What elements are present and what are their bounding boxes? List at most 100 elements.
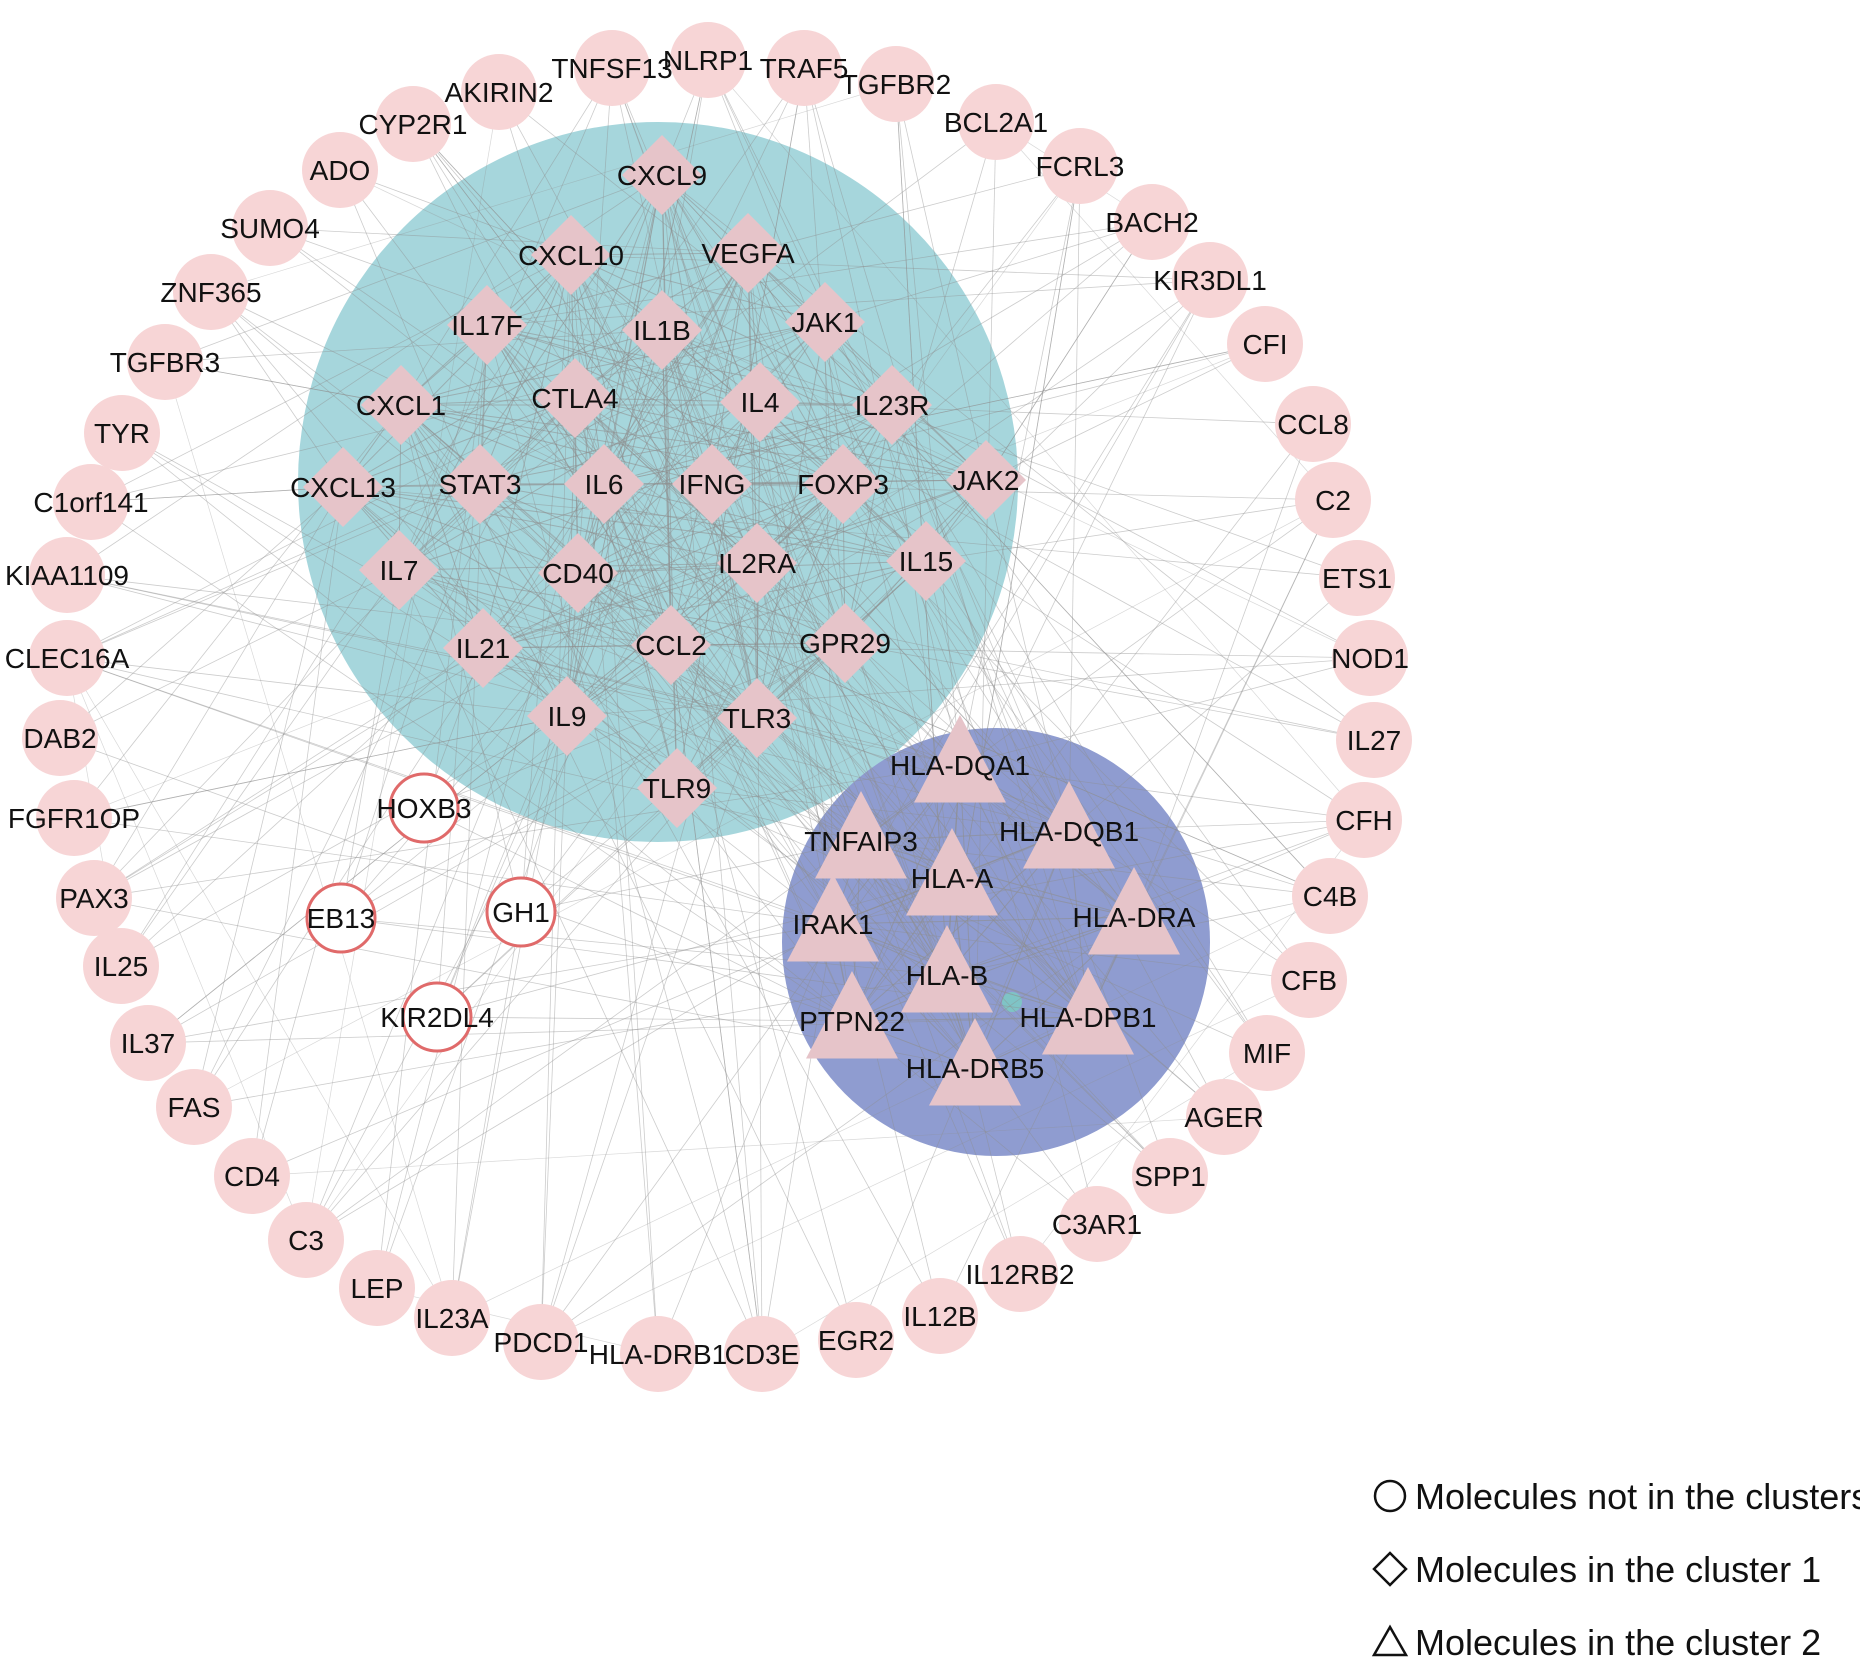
node-circle-icon xyxy=(22,700,98,776)
node-circle-icon xyxy=(401,981,473,1053)
node-label: C1orf141 xyxy=(33,487,148,518)
node-diamond-icon xyxy=(443,608,523,688)
node-diamond-icon xyxy=(622,135,702,215)
node-gpr29: GPR29 xyxy=(799,603,891,683)
node-tnfaip3: TNFAIP3 xyxy=(804,791,918,879)
network-edge xyxy=(340,483,481,919)
network-edge xyxy=(851,1016,1089,1022)
node-pdcd1: PDCD1 xyxy=(494,1304,588,1380)
node-label: HLA-DRA xyxy=(1073,902,1196,933)
node-label: STAT3 xyxy=(439,469,522,500)
node-diamond-icon xyxy=(637,748,717,828)
network-edge xyxy=(482,254,572,649)
node-il12rb2: IL12RB2 xyxy=(966,1236,1075,1312)
network-edge xyxy=(342,486,568,717)
node-circle-icon xyxy=(574,30,650,106)
node-il9: IL9 xyxy=(527,676,607,756)
network-edge xyxy=(661,174,678,789)
node-fcrl3: FCRL3 xyxy=(1036,128,1124,204)
node-diamond-icon xyxy=(717,678,797,758)
network-edge xyxy=(436,324,488,1018)
node-cxcl9: CXCL9 xyxy=(617,135,707,215)
node-label: CXCL1 xyxy=(356,390,446,421)
network-edge xyxy=(851,423,1314,1022)
network-edge xyxy=(566,657,1371,717)
network-edge xyxy=(711,483,758,719)
network-edge xyxy=(1068,165,1081,832)
node-il2ra: IL2RA xyxy=(717,523,797,603)
node-il21: IL21 xyxy=(443,608,523,688)
node-circle-icon xyxy=(670,22,746,98)
node-label: CYP2R1 xyxy=(359,109,468,140)
node-label: CD40 xyxy=(542,558,614,589)
network-edge xyxy=(566,715,834,925)
node-znf365: ZNF365 xyxy=(160,254,262,330)
node-label: CLEC16A xyxy=(5,643,130,674)
node-label: AKIRIN2 xyxy=(445,77,554,108)
node-cd3e: CD3E xyxy=(724,1316,800,1392)
node-circle-icon xyxy=(127,324,203,400)
network-edge xyxy=(339,169,572,256)
network-edge xyxy=(73,715,568,819)
network-edge xyxy=(946,819,1365,976)
network-edge xyxy=(670,401,761,646)
network-edge xyxy=(342,486,579,574)
network-edge xyxy=(93,764,961,899)
network-edge xyxy=(676,483,844,789)
node-diamond-icon xyxy=(946,440,1026,520)
node-label: TLR3 xyxy=(723,703,791,734)
network-edge xyxy=(661,174,1268,1054)
network-edge xyxy=(603,483,659,1355)
node-label: HLA-DPB1 xyxy=(1020,1002,1157,1033)
network-edge xyxy=(340,644,672,919)
node-hla-dqb1: HLA-DQB1 xyxy=(999,781,1139,869)
network-edge xyxy=(851,279,1211,1022)
network-edge xyxy=(210,291,344,488)
node-cfb: CFB xyxy=(1271,942,1347,1018)
network-edge xyxy=(661,174,844,485)
network-edge xyxy=(959,764,976,1069)
node-stat3: STAT3 xyxy=(439,444,522,524)
node-circle-icon xyxy=(461,54,537,130)
node-c1orf141: C1orf141 xyxy=(33,464,149,540)
network-edge xyxy=(661,174,941,1317)
network-edge xyxy=(451,895,1331,1319)
network-edge xyxy=(756,221,1153,564)
node-traf5: TRAF5 xyxy=(760,30,848,106)
network-edge xyxy=(603,67,805,485)
network-edge xyxy=(574,397,1070,832)
node-label: CD3E xyxy=(725,1339,800,1370)
node-label: IL17F xyxy=(451,310,523,341)
node-ado: ADO xyxy=(302,132,378,208)
network-edge xyxy=(90,486,344,503)
network-edge xyxy=(759,401,1314,425)
network-edge xyxy=(164,361,402,406)
network-edge xyxy=(891,404,1310,981)
node-cd4: CD4 xyxy=(214,1138,290,1214)
network-edge xyxy=(164,329,663,363)
node-label: IL15 xyxy=(899,546,954,577)
node-circle-icon xyxy=(1114,184,1190,260)
network-edge xyxy=(711,221,1153,485)
node-label: FAS xyxy=(168,1092,221,1123)
node-diamond-icon xyxy=(886,521,966,601)
network-edge xyxy=(707,59,1089,1018)
network-edge xyxy=(574,221,1153,399)
network-edge xyxy=(832,916,1135,925)
network-edge xyxy=(603,483,1089,1018)
network-edge xyxy=(661,329,927,562)
node-label: CTLA4 xyxy=(531,383,618,414)
network-edge xyxy=(479,483,927,562)
node-circle-icon xyxy=(173,254,249,330)
node-diamond-icon xyxy=(303,447,383,527)
node-label: IL12RB2 xyxy=(966,1259,1075,1290)
node-triangle-icon xyxy=(1042,967,1134,1055)
network-edge xyxy=(946,974,1021,1275)
node-triangle-icon xyxy=(815,791,907,879)
node-ctla4: CTLA4 xyxy=(531,358,619,438)
network-edge xyxy=(342,486,927,562)
node-il12b: IL12B xyxy=(902,1278,978,1354)
network-edge xyxy=(486,252,749,326)
node-label: IRAK1 xyxy=(793,909,874,940)
network-edge xyxy=(482,483,844,649)
